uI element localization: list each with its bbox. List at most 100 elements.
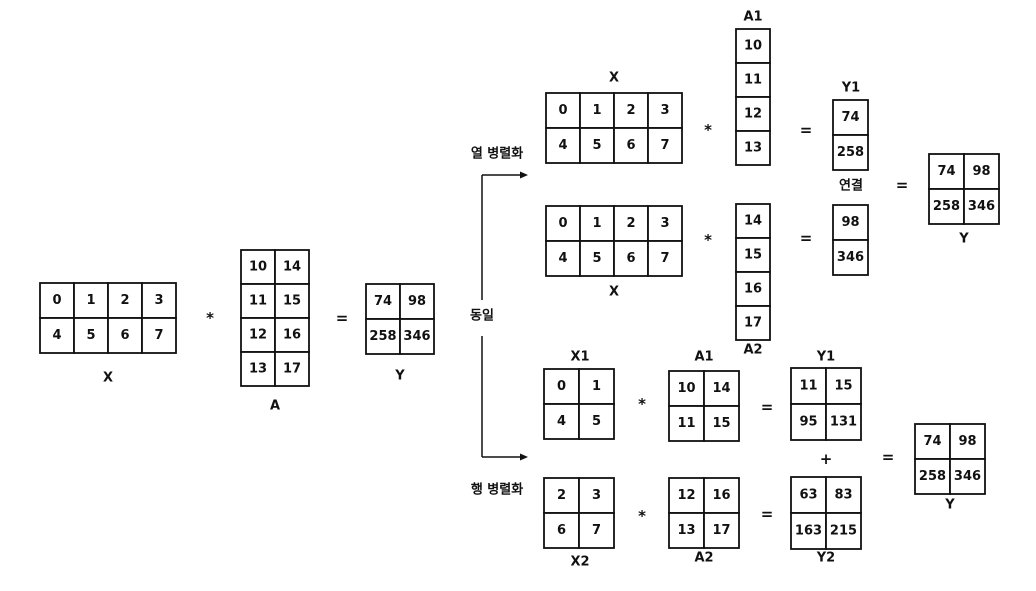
matrix-cell: [579, 240, 615, 277]
matrix-cell-value: 15: [834, 379, 852, 394]
col-part1-y-label: Y1: [841, 81, 860, 96]
matrix-cell: [578, 368, 615, 405]
matrix-cell-value: 98: [408, 294, 426, 309]
matrix-cell-value: 14: [712, 381, 730, 396]
matrix-cell: [274, 249, 310, 285]
matrix-cell: [735, 203, 771, 239]
matrix-cell: [832, 134, 869, 171]
matrix-cell-value: 5: [86, 328, 95, 343]
matrix-cell-value: 74: [841, 110, 859, 125]
col-part1-a-label: A1: [743, 10, 762, 25]
matrix-cell-value: 1: [592, 103, 601, 118]
column-parallel-label: 열 병렬화: [471, 146, 523, 162]
matrix-cell-value: 7: [592, 523, 601, 538]
matrix-cell: [825, 512, 862, 550]
matrix-cell: [832, 239, 869, 276]
branch-arrows: [481, 171, 528, 461]
matrix-cell-value: 17: [712, 523, 730, 538]
col-part1-multiply: *: [704, 121, 712, 139]
matrix-cell-value: 63: [799, 488, 817, 503]
matrix-cell-value: 98: [972, 164, 990, 179]
matrix-cell-value: 15: [283, 294, 301, 309]
matrix-cell-value: 5: [592, 251, 601, 266]
matrix-cell: [579, 205, 615, 242]
matrix-cell-value: 10: [249, 260, 267, 275]
matrix-cell: [963, 153, 1000, 190]
equals-operator: =: [336, 309, 349, 327]
col-part1-equals: =: [800, 121, 813, 139]
matrix-cell-value: 74: [937, 164, 955, 179]
matrix-cell: [735, 130, 771, 166]
matrix-cell: [790, 367, 827, 405]
matrix-cell: [647, 240, 683, 277]
col-part2-multiply: *: [704, 231, 712, 249]
matrix-cell: [613, 240, 649, 277]
matrix-cell-value: 12: [249, 328, 267, 343]
matrix-cell-value: 258: [369, 329, 396, 344]
matrix-cell-value: 4: [557, 414, 566, 429]
matrix-cell-value: 11: [677, 416, 695, 431]
matrix-cell-value: 258: [919, 469, 946, 484]
matrix-cell-value: 17: [283, 362, 301, 377]
matrix-cell-value: 258: [933, 199, 960, 214]
row-part2-x-label: X2: [570, 555, 589, 570]
matrix-cell-value: 5: [592, 414, 601, 429]
matrix-cell-value: 2: [626, 103, 635, 118]
matrix-x-original-label: X: [103, 371, 113, 386]
row-part1-x-label: X1: [570, 350, 589, 365]
matrix-cell-value: 83: [834, 488, 852, 503]
row-part1-multiply: *: [638, 395, 646, 413]
matrix-cell-value: 0: [558, 216, 567, 231]
matrix-cell-value: 1: [592, 216, 601, 231]
matrix-cell-value: 10: [744, 39, 762, 54]
matrix-cell: [365, 283, 401, 320]
matrix-cell-value: 16: [744, 282, 762, 297]
matrix-cell-value: 3: [660, 216, 669, 231]
col-part2-x-label: X: [609, 285, 619, 300]
col-part2-a-label: A2: [743, 343, 762, 358]
matrix-cell-value: 346: [403, 329, 430, 344]
matrix-cell-value: 7: [154, 328, 163, 343]
col-part2-equals: =: [800, 229, 813, 247]
matrix-cell: [949, 423, 986, 460]
matrix-cell-value: 4: [558, 138, 567, 153]
row-parallel-label: 행 병렬화: [471, 482, 523, 498]
matrix-cell-value: 346: [954, 469, 981, 484]
matrix-cell: [107, 317, 143, 354]
col-result-equals: =: [896, 176, 909, 194]
matrix-cell: [790, 403, 827, 441]
matrix-cell-value: 15: [744, 248, 762, 263]
matrix-cell-value: 98: [958, 434, 976, 449]
row-sum-plus: +: [820, 450, 833, 468]
matrix-cell: [39, 317, 75, 354]
matrix-cell-value: 7: [660, 138, 669, 153]
matrix-cell-value: 7: [660, 251, 669, 266]
matrix-cell: [914, 458, 951, 495]
matrix-cell-value: 17: [744, 316, 762, 331]
matrix-cell: [735, 62, 771, 98]
matrix-cell: [647, 127, 683, 164]
matrix-cell-value: 12: [744, 107, 762, 122]
matrix-cell-value: 131: [830, 415, 857, 430]
matrix-cell-value: 6: [120, 328, 129, 343]
matrix-cell-value: 15: [712, 416, 730, 431]
matrix-cell-value: 2: [626, 216, 635, 231]
multiply-operator: *: [206, 309, 214, 327]
matrix-cell: [578, 477, 615, 514]
matrix-cell-value: 0: [558, 103, 567, 118]
row-part2-multiply: *: [638, 507, 646, 525]
equivalent-label: 동일: [470, 309, 494, 324]
matrix-a-original-label: A: [270, 399, 280, 414]
